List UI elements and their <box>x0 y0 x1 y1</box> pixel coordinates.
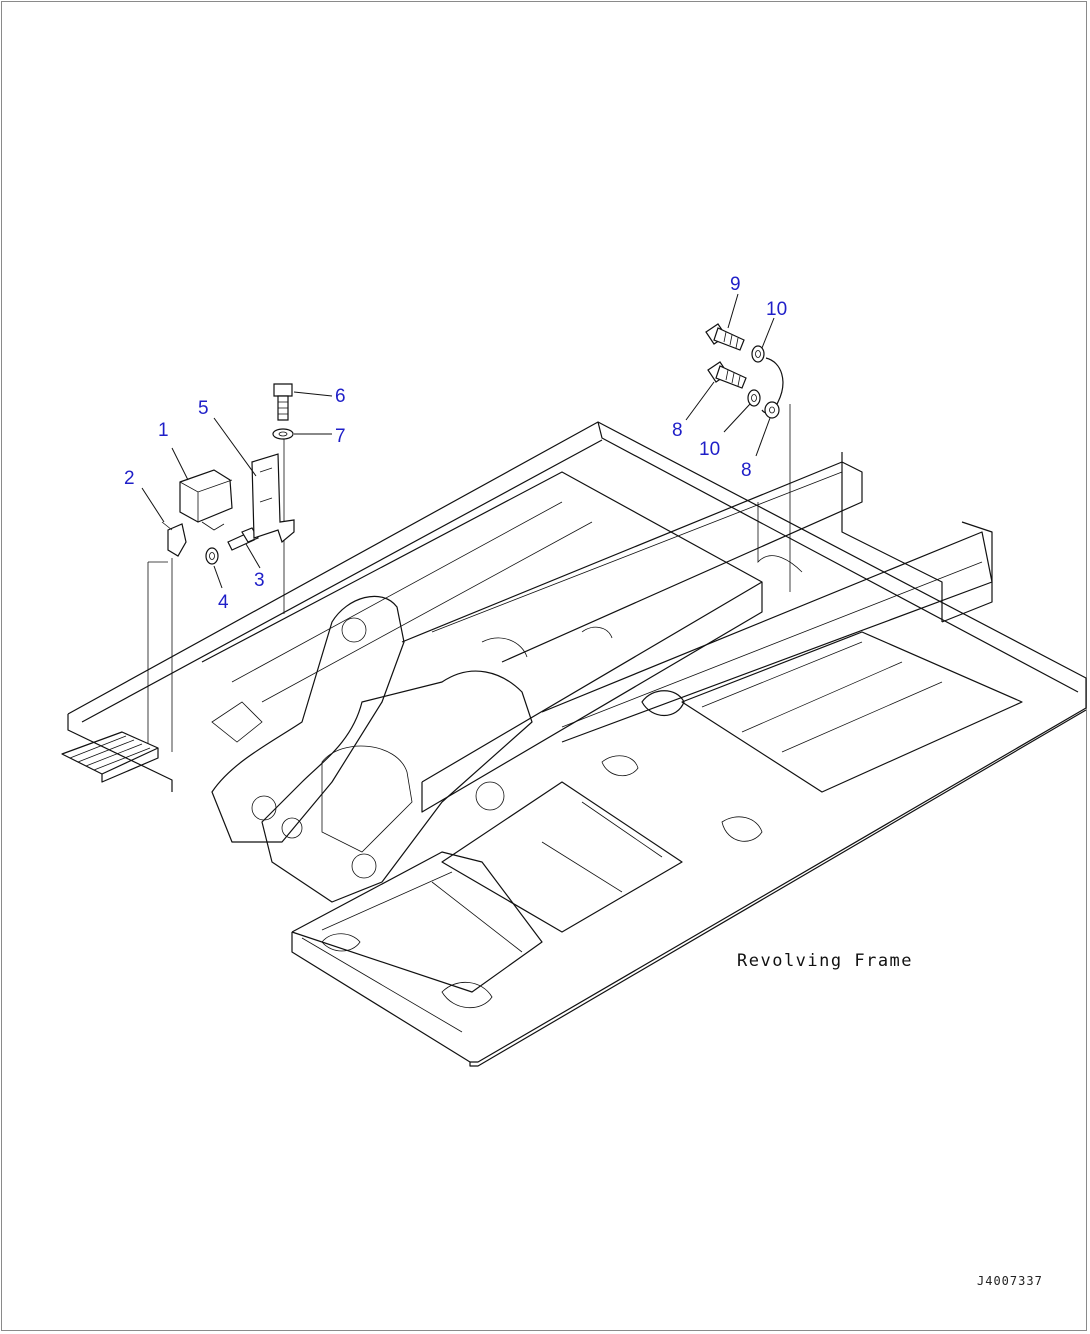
part-10-washer-upper <box>751 345 765 363</box>
drawing-id: J4007337 <box>977 1274 1043 1288</box>
callout-7: 7 <box>335 426 346 447</box>
part-4-washer <box>205 547 219 565</box>
callout-10b: 10 <box>699 439 720 460</box>
part-9-bolt <box>705 323 745 351</box>
callout-2: 2 <box>124 468 135 489</box>
part-1-lamp <box>179 469 233 531</box>
part-3-bolt <box>227 527 259 551</box>
leader-lines <box>141 293 775 589</box>
part-5-plate <box>251 453 295 544</box>
callout-3: 3 <box>254 570 265 591</box>
part-8-clamp <box>761 357 784 419</box>
callout-1: 1 <box>158 420 169 441</box>
part-2-bracket <box>161 521 187 557</box>
callout-6: 6 <box>335 386 346 407</box>
part-10-washer-lower <box>747 389 761 407</box>
callout-8a: 8 <box>672 420 683 441</box>
revolving-frame-drawing <box>61 404 1087 1067</box>
callout-10a: 10 <box>766 299 787 320</box>
callout-5: 5 <box>198 398 209 419</box>
callout-9: 9 <box>730 274 741 295</box>
part-7-washer <box>272 428 294 440</box>
callout-8b: 8 <box>741 460 752 481</box>
part-8-bolt-upper <box>707 361 747 389</box>
frame-caption: Revolving Frame <box>737 951 913 971</box>
part-6-bolt <box>273 383 293 421</box>
callout-4: 4 <box>218 592 229 613</box>
callouts: 1 2 3 4 5 6 7 8 8 9 10 10 <box>124 274 787 613</box>
